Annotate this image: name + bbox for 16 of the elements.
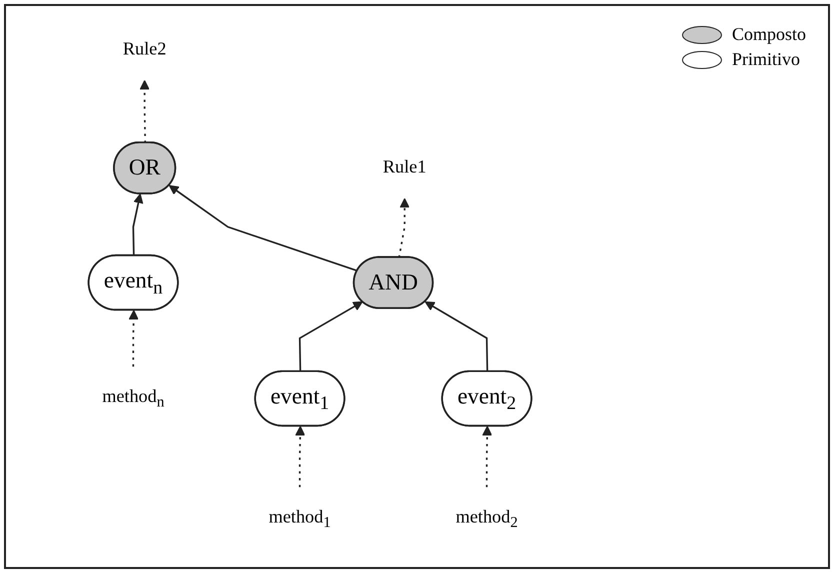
arrow	[168, 185, 358, 272]
node-text: method$_{2}$	[456, 508, 518, 530]
arrow	[128, 310, 139, 367]
node-text: Rule2	[122, 40, 166, 59]
arrow	[132, 194, 144, 256]
arrow	[298, 301, 363, 372]
legend-label: Primitivo	[732, 49, 800, 70]
arrow	[482, 426, 492, 488]
legend-label: Composto	[732, 24, 806, 45]
arrow	[295, 426, 306, 488]
arrow	[424, 301, 488, 372]
arrow	[140, 80, 150, 143]
arrow	[398, 198, 410, 258]
node-text: method$_{n}$	[102, 387, 164, 410]
node-text: method$_{1}$	[268, 508, 331, 530]
node-text: Rule1	[382, 158, 426, 177]
